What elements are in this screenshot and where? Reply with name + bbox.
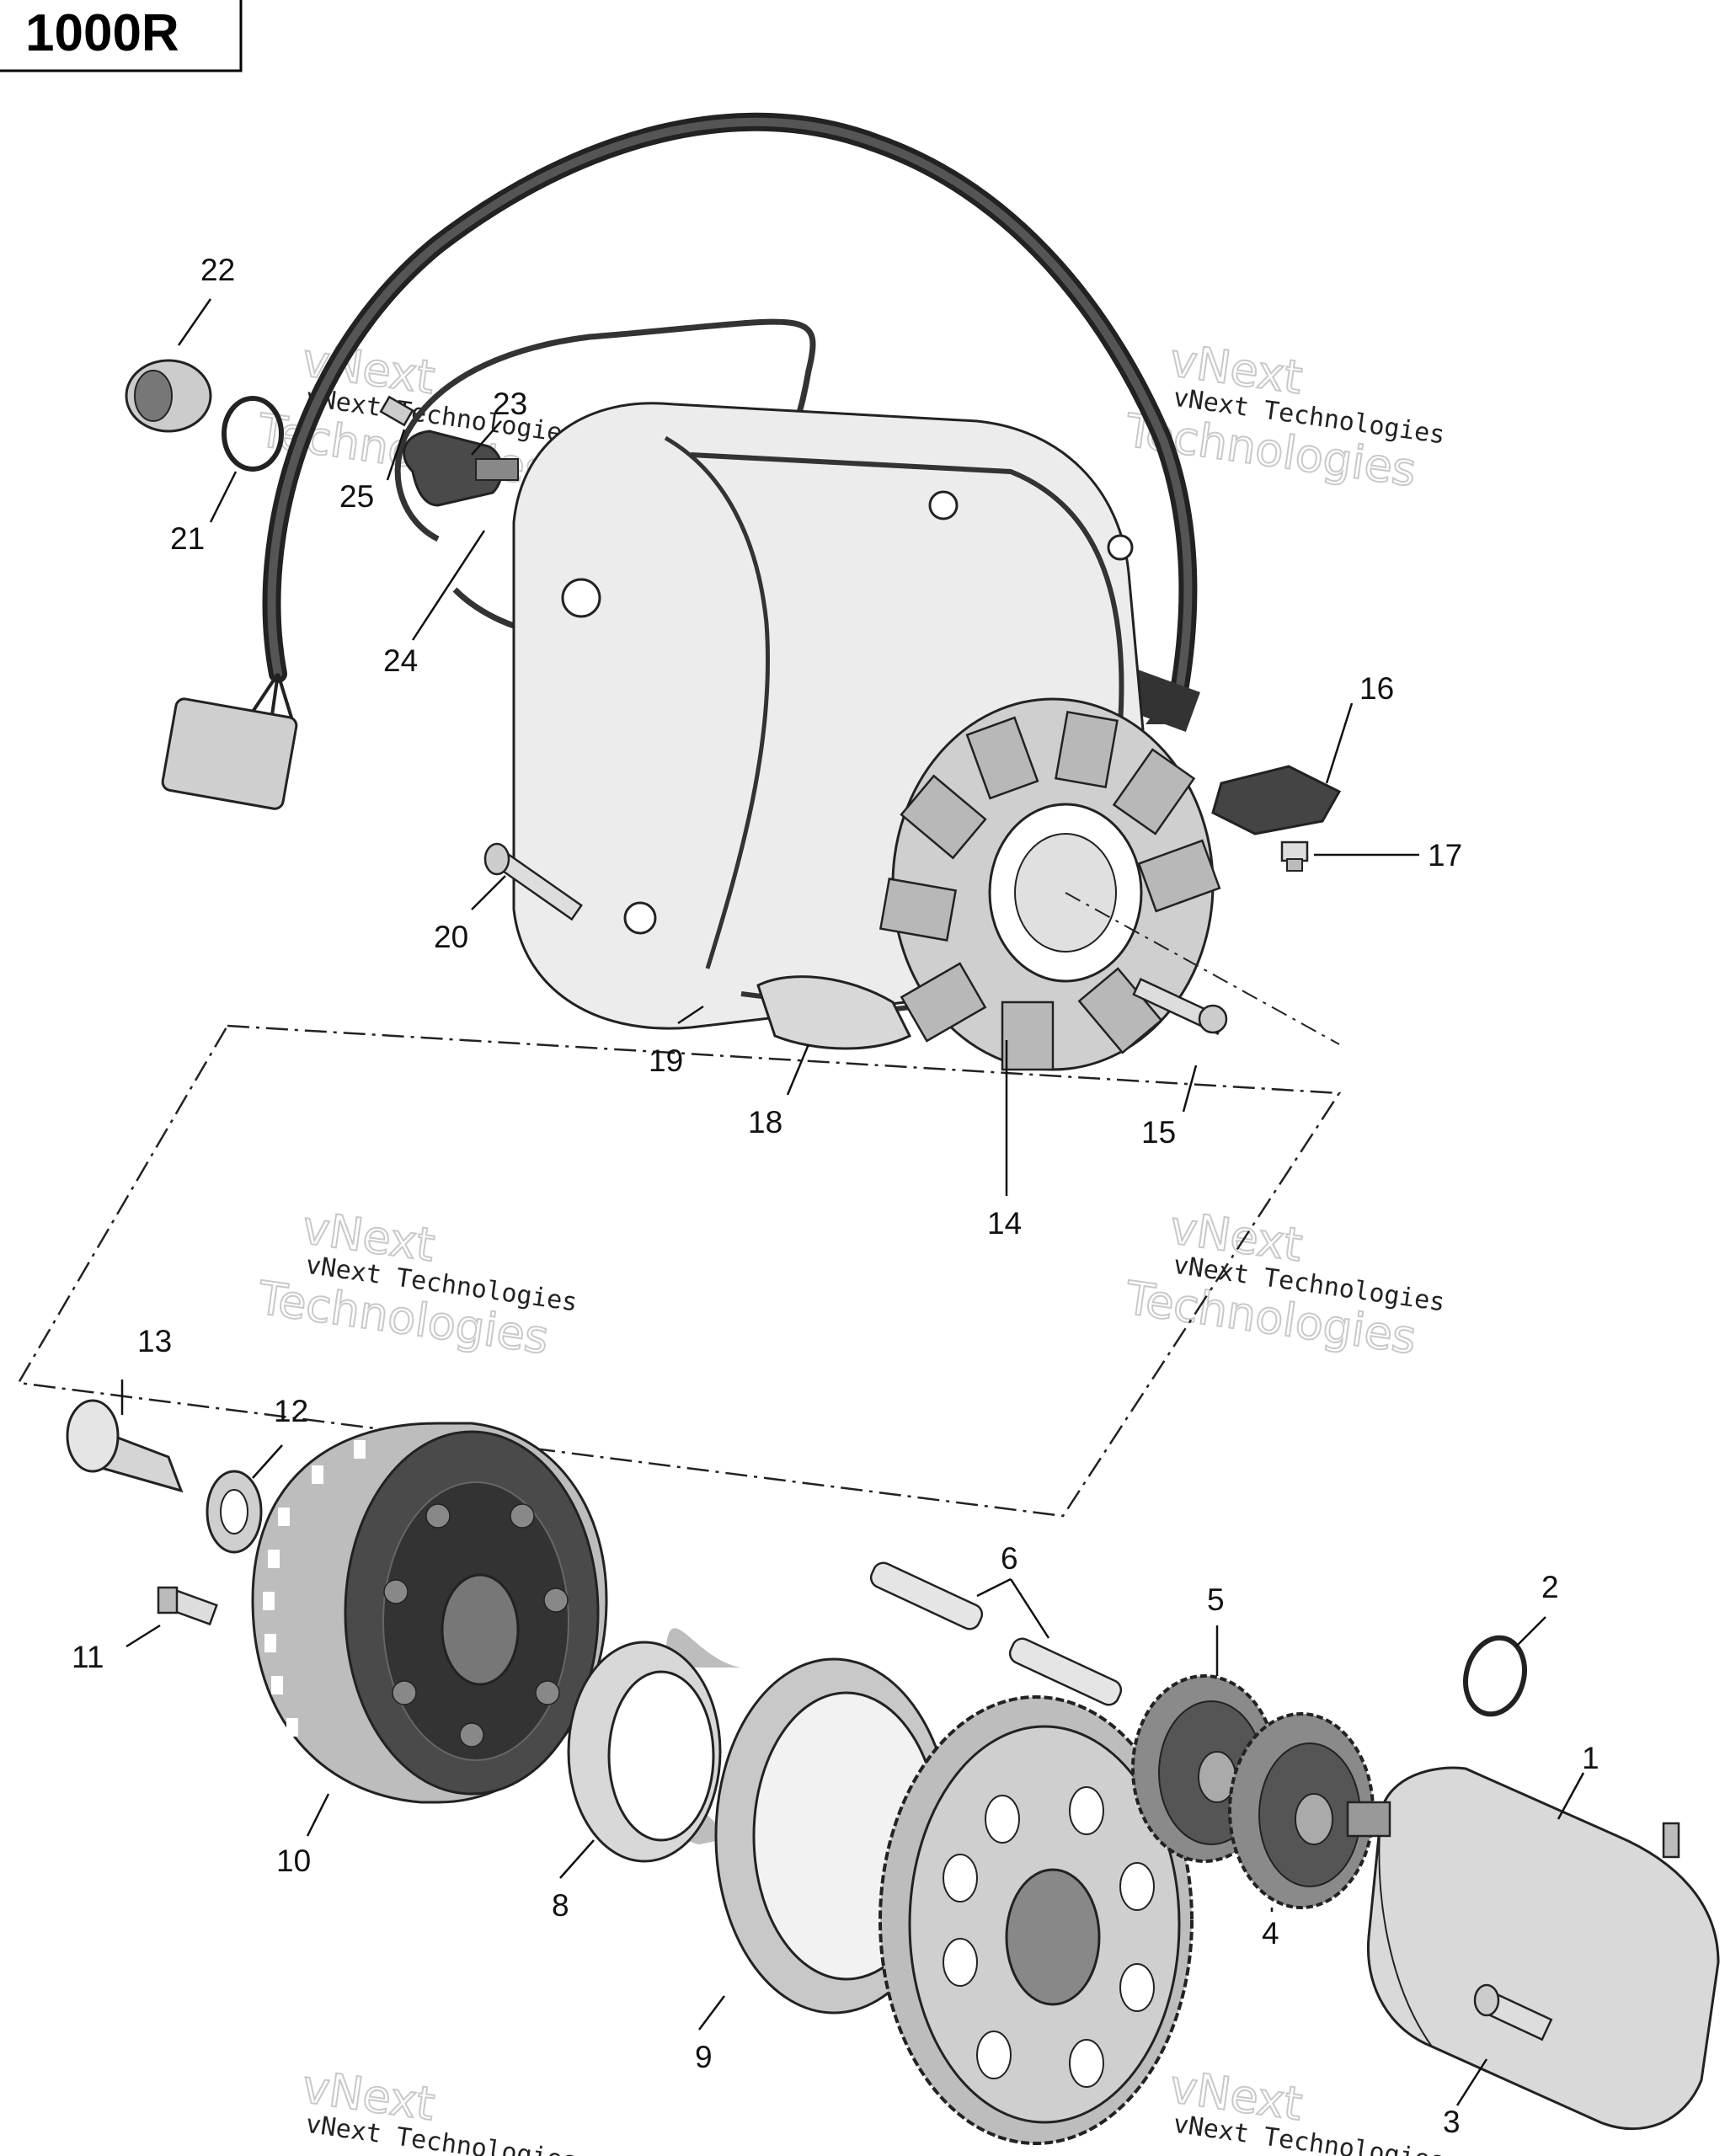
model-label: 1000R (0, 0, 243, 72)
assembly-outline (16, 1024, 1342, 1518)
bearing-8 (567, 1628, 741, 1863)
bolt-20 (483, 842, 583, 921)
plug-22 (125, 359, 212, 433)
callout-9: 9 (695, 2040, 713, 2074)
callout-4: 4 (1262, 1916, 1279, 1951)
callout-2: 2 (1541, 1570, 1559, 1604)
o-ring-21 (222, 396, 284, 472)
stator (879, 697, 1221, 1071)
leader-lines (120, 298, 1585, 2106)
callout-12: 12 (274, 1394, 308, 1428)
bolt-15 (1132, 978, 1228, 1035)
callout-10: 10 (276, 1844, 311, 1878)
screw-25 (379, 395, 414, 427)
callout-1: 1 (1582, 1741, 1599, 1775)
washer-12 (206, 1470, 263, 1554)
gasket (756, 975, 912, 1050)
screw-3 (1473, 1983, 1553, 2041)
wiring-harness (161, 112, 1200, 810)
screw-17 (1280, 841, 1309, 872)
callout-3: 3 (1443, 2105, 1461, 2139)
model-label-text: 1000R (25, 4, 179, 62)
callout-21: 21 (170, 521, 205, 556)
callouts: 1 2 3 4 5 6 8 9 10 11 12 13 14 15 16 17 … (72, 253, 1599, 2139)
callout-5: 5 (1207, 1582, 1225, 1617)
watermark-text-5: vNext Technologies (304, 2110, 579, 2156)
callout-13: 13 (137, 1324, 172, 1358)
flywheel (251, 1422, 608, 1804)
callout-16: 16 (1359, 671, 1394, 706)
callout-19: 19 (649, 1043, 683, 1078)
callout-17: 17 (1428, 838, 1462, 873)
callout-6: 6 (1001, 1541, 1018, 1576)
bracket (1211, 765, 1342, 835)
callout-20: 20 (434, 920, 468, 954)
callout-8: 8 (552, 1888, 569, 1923)
pin-6 (869, 1561, 1123, 1706)
callout-18: 18 (748, 1105, 782, 1139)
screw-11 (157, 1586, 218, 1626)
callout-24: 24 (383, 643, 418, 678)
starter-motor (1346, 1766, 1720, 2131)
callout-15: 15 (1141, 1115, 1176, 1150)
callout-23: 23 (493, 387, 527, 421)
o-ring-2 (1463, 1635, 1527, 1717)
bolt-13 (66, 1399, 184, 1493)
center-line (1065, 892, 1340, 1045)
callout-14: 14 (987, 1206, 1022, 1241)
callout-25: 25 (339, 479, 374, 514)
callout-11: 11 (72, 1640, 104, 1674)
watermark-text-6: vNext Technologies (1172, 2110, 1447, 2156)
large-gear (879, 1695, 1194, 2145)
callout-22: 22 (200, 253, 235, 287)
gear-4 (1228, 1712, 1375, 1909)
